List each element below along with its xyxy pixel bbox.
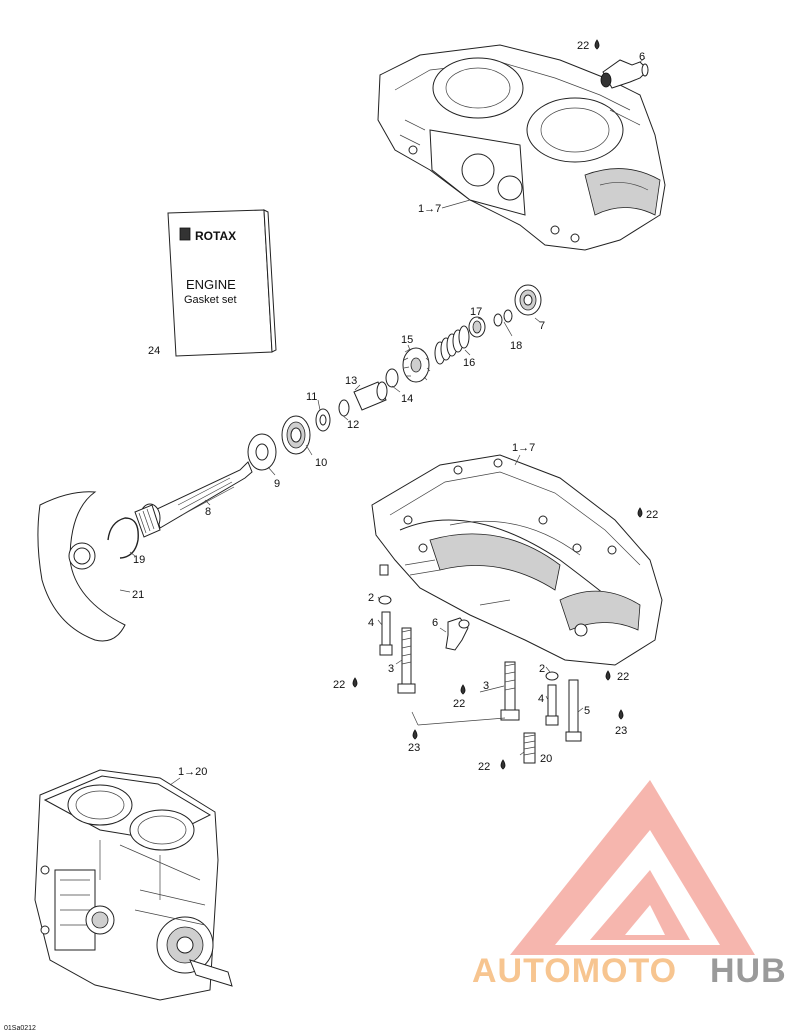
fitting-elbow-top (600, 59, 649, 89)
drawing-code: 01Sa0212 (4, 1025, 36, 1032)
callout-1to20: 1→20 (178, 766, 207, 778)
callout-8: 8 (205, 506, 211, 518)
callout-22-right: 22 (646, 509, 658, 521)
callout-4-right: 4 (538, 693, 544, 705)
callout-18: 18 (510, 340, 522, 352)
callout-14: 14 (401, 393, 413, 405)
callout-16: 16 (463, 357, 475, 369)
callout-6-mid: 6 (432, 617, 438, 629)
fitting-elbow-mid (445, 617, 470, 651)
callout-4-left: 4 (368, 617, 374, 629)
drop-icon (594, 39, 600, 50)
drop-icon (412, 729, 418, 740)
callout-2-right: 2 (539, 663, 545, 675)
callout-22-top: 22 (577, 40, 589, 52)
callout-24: 24 (148, 345, 160, 357)
callout-6-top: 6 (639, 51, 645, 63)
callout-13: 13 (345, 375, 357, 387)
leader-lines (119, 57, 646, 786)
callout-9: 9 (274, 478, 280, 490)
sealant-markers (352, 39, 643, 770)
sprocket-hole (68, 542, 96, 570)
callout-22-mid: 22 (453, 698, 465, 710)
callout-23-right: 23 (615, 725, 627, 737)
callout-22-bottom: 22 (478, 761, 490, 773)
drop-icon (460, 684, 466, 695)
drop-icon (500, 759, 506, 770)
callout-20: 20 (540, 753, 552, 765)
watermark-triangle-hole (625, 905, 665, 935)
lower-crankcase-drawing (371, 454, 663, 666)
callout-labels: 22 6 1→7 24 17 7 18 15 16 13 14 11 12 10… (4, 40, 658, 1032)
spring (434, 325, 470, 365)
callout-1to7-mid: 1→7 (512, 442, 535, 454)
booklet-title: ENGINE (186, 277, 236, 292)
callout-3-mid: 3 (483, 680, 489, 692)
gasket-set-booklet: ROTAX ENGINE Gasket set (167, 209, 277, 357)
callout-17: 17 (470, 306, 482, 318)
callout-12: 12 (347, 419, 359, 431)
watermark-text-hub: HUB (710, 952, 787, 990)
watermark-triangle-core (590, 870, 690, 940)
callout-11: 11 (306, 391, 317, 403)
engine-assembly-drawing (34, 769, 233, 1001)
callout-23-left: 23 (408, 742, 420, 754)
callout-3-left: 3 (388, 663, 394, 675)
callout-15: 15 (401, 334, 413, 346)
shaft-assembly (37, 284, 542, 642)
watermark-text-automoto: AUTOMOTO (472, 952, 677, 990)
callout-1to7-top: 1→7 (418, 203, 441, 215)
callout-21: 21 (132, 589, 144, 601)
callout-19: 19 (133, 554, 145, 566)
upper-crankcase-drawing (377, 44, 666, 251)
callout-7: 7 (539, 320, 545, 332)
watermark-logo: AUTOMOTO HUB (472, 780, 787, 990)
gear (402, 347, 431, 383)
callout-22-right2: 22 (617, 671, 629, 683)
callout-22-left: 22 (333, 679, 345, 691)
booklet-brand: ROTAX (195, 229, 236, 243)
callout-5: 5 (584, 705, 590, 717)
fasteners (378, 564, 582, 764)
drop-icon (637, 507, 643, 518)
callout-2-left: 2 (368, 592, 374, 604)
drop-icon (618, 709, 624, 720)
booklet-subtitle: Gasket set (184, 294, 237, 306)
drop-icon (352, 677, 358, 688)
drop-icon (605, 670, 611, 681)
callout-10: 10 (315, 457, 327, 469)
